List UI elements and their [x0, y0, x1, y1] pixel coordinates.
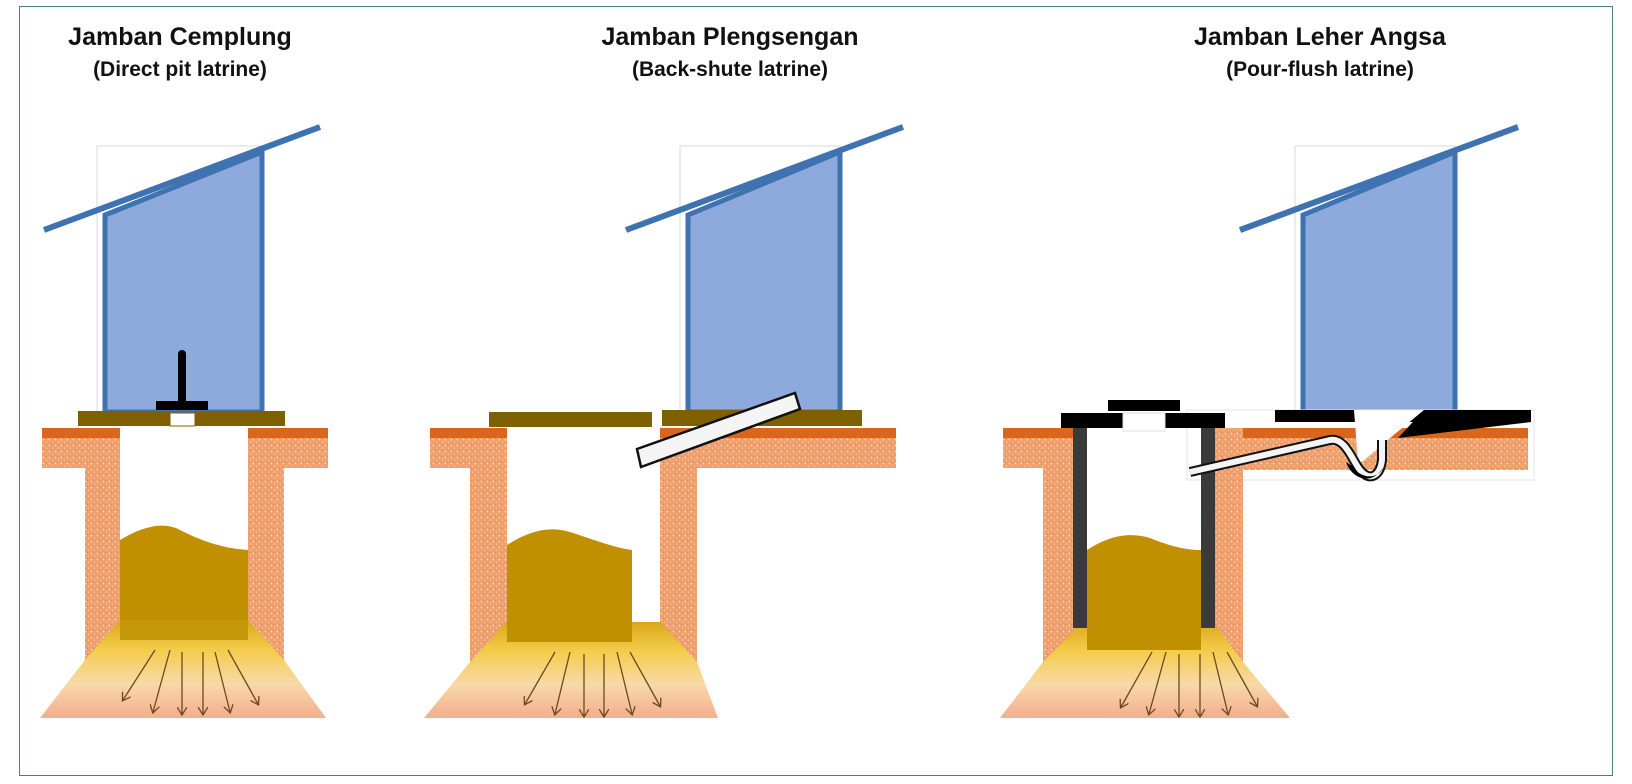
title-main: Jamban Leher Angsa [1194, 23, 1446, 51]
title-main: Jamban Plengsengan [601, 23, 859, 51]
pit-cover-lid [1108, 400, 1180, 411]
infiltration-arrows [1121, 651, 1257, 716]
infiltration-zone [1000, 622, 1290, 718]
roof [1238, 124, 1520, 233]
water-seal [1346, 462, 1386, 479]
direct-pit-latrine [40, 124, 328, 718]
sludge [507, 529, 632, 642]
pit-cover-right [1165, 413, 1225, 428]
panel-title-pour-flush: Jamban Leher Angsa (Pour-flush latrine) [1130, 22, 1510, 84]
infiltration-arrows [123, 649, 258, 714]
panel-title-back-shute: Jamban Plengsengan (Back-shute latrine) [540, 22, 920, 84]
title-sub: (Pour-flush latrine) [1226, 58, 1414, 81]
infiltration-arrows [525, 651, 660, 716]
sludge [120, 525, 248, 640]
diagram-frame [19, 6, 1613, 776]
squat-hole-cover [156, 401, 208, 410]
pour-flush-latrine [1000, 124, 1535, 718]
infiltration-zone [424, 622, 718, 718]
floor-slab [78, 411, 170, 426]
sludge [1087, 535, 1201, 650]
chute-pipe [635, 391, 802, 469]
title-sub: (Direct pit latrine) [93, 58, 267, 81]
squat-pan [1354, 410, 1424, 462]
infiltration-zone [40, 620, 326, 718]
panel-title-direct-pit: Jamban Cemplung (Direct pit latrine) [20, 22, 340, 84]
cover-slab [489, 412, 652, 427]
roof [624, 124, 905, 233]
pit-cover-left [1061, 413, 1123, 428]
title-sub: (Back-shute latrine) [631, 58, 829, 81]
title-main: Jamban Cemplung [68, 23, 292, 51]
pit-lining-right [1201, 428, 1215, 628]
roof [42, 124, 322, 233]
pit-lining-left [1073, 428, 1087, 628]
back-shute-latrine [424, 124, 905, 718]
